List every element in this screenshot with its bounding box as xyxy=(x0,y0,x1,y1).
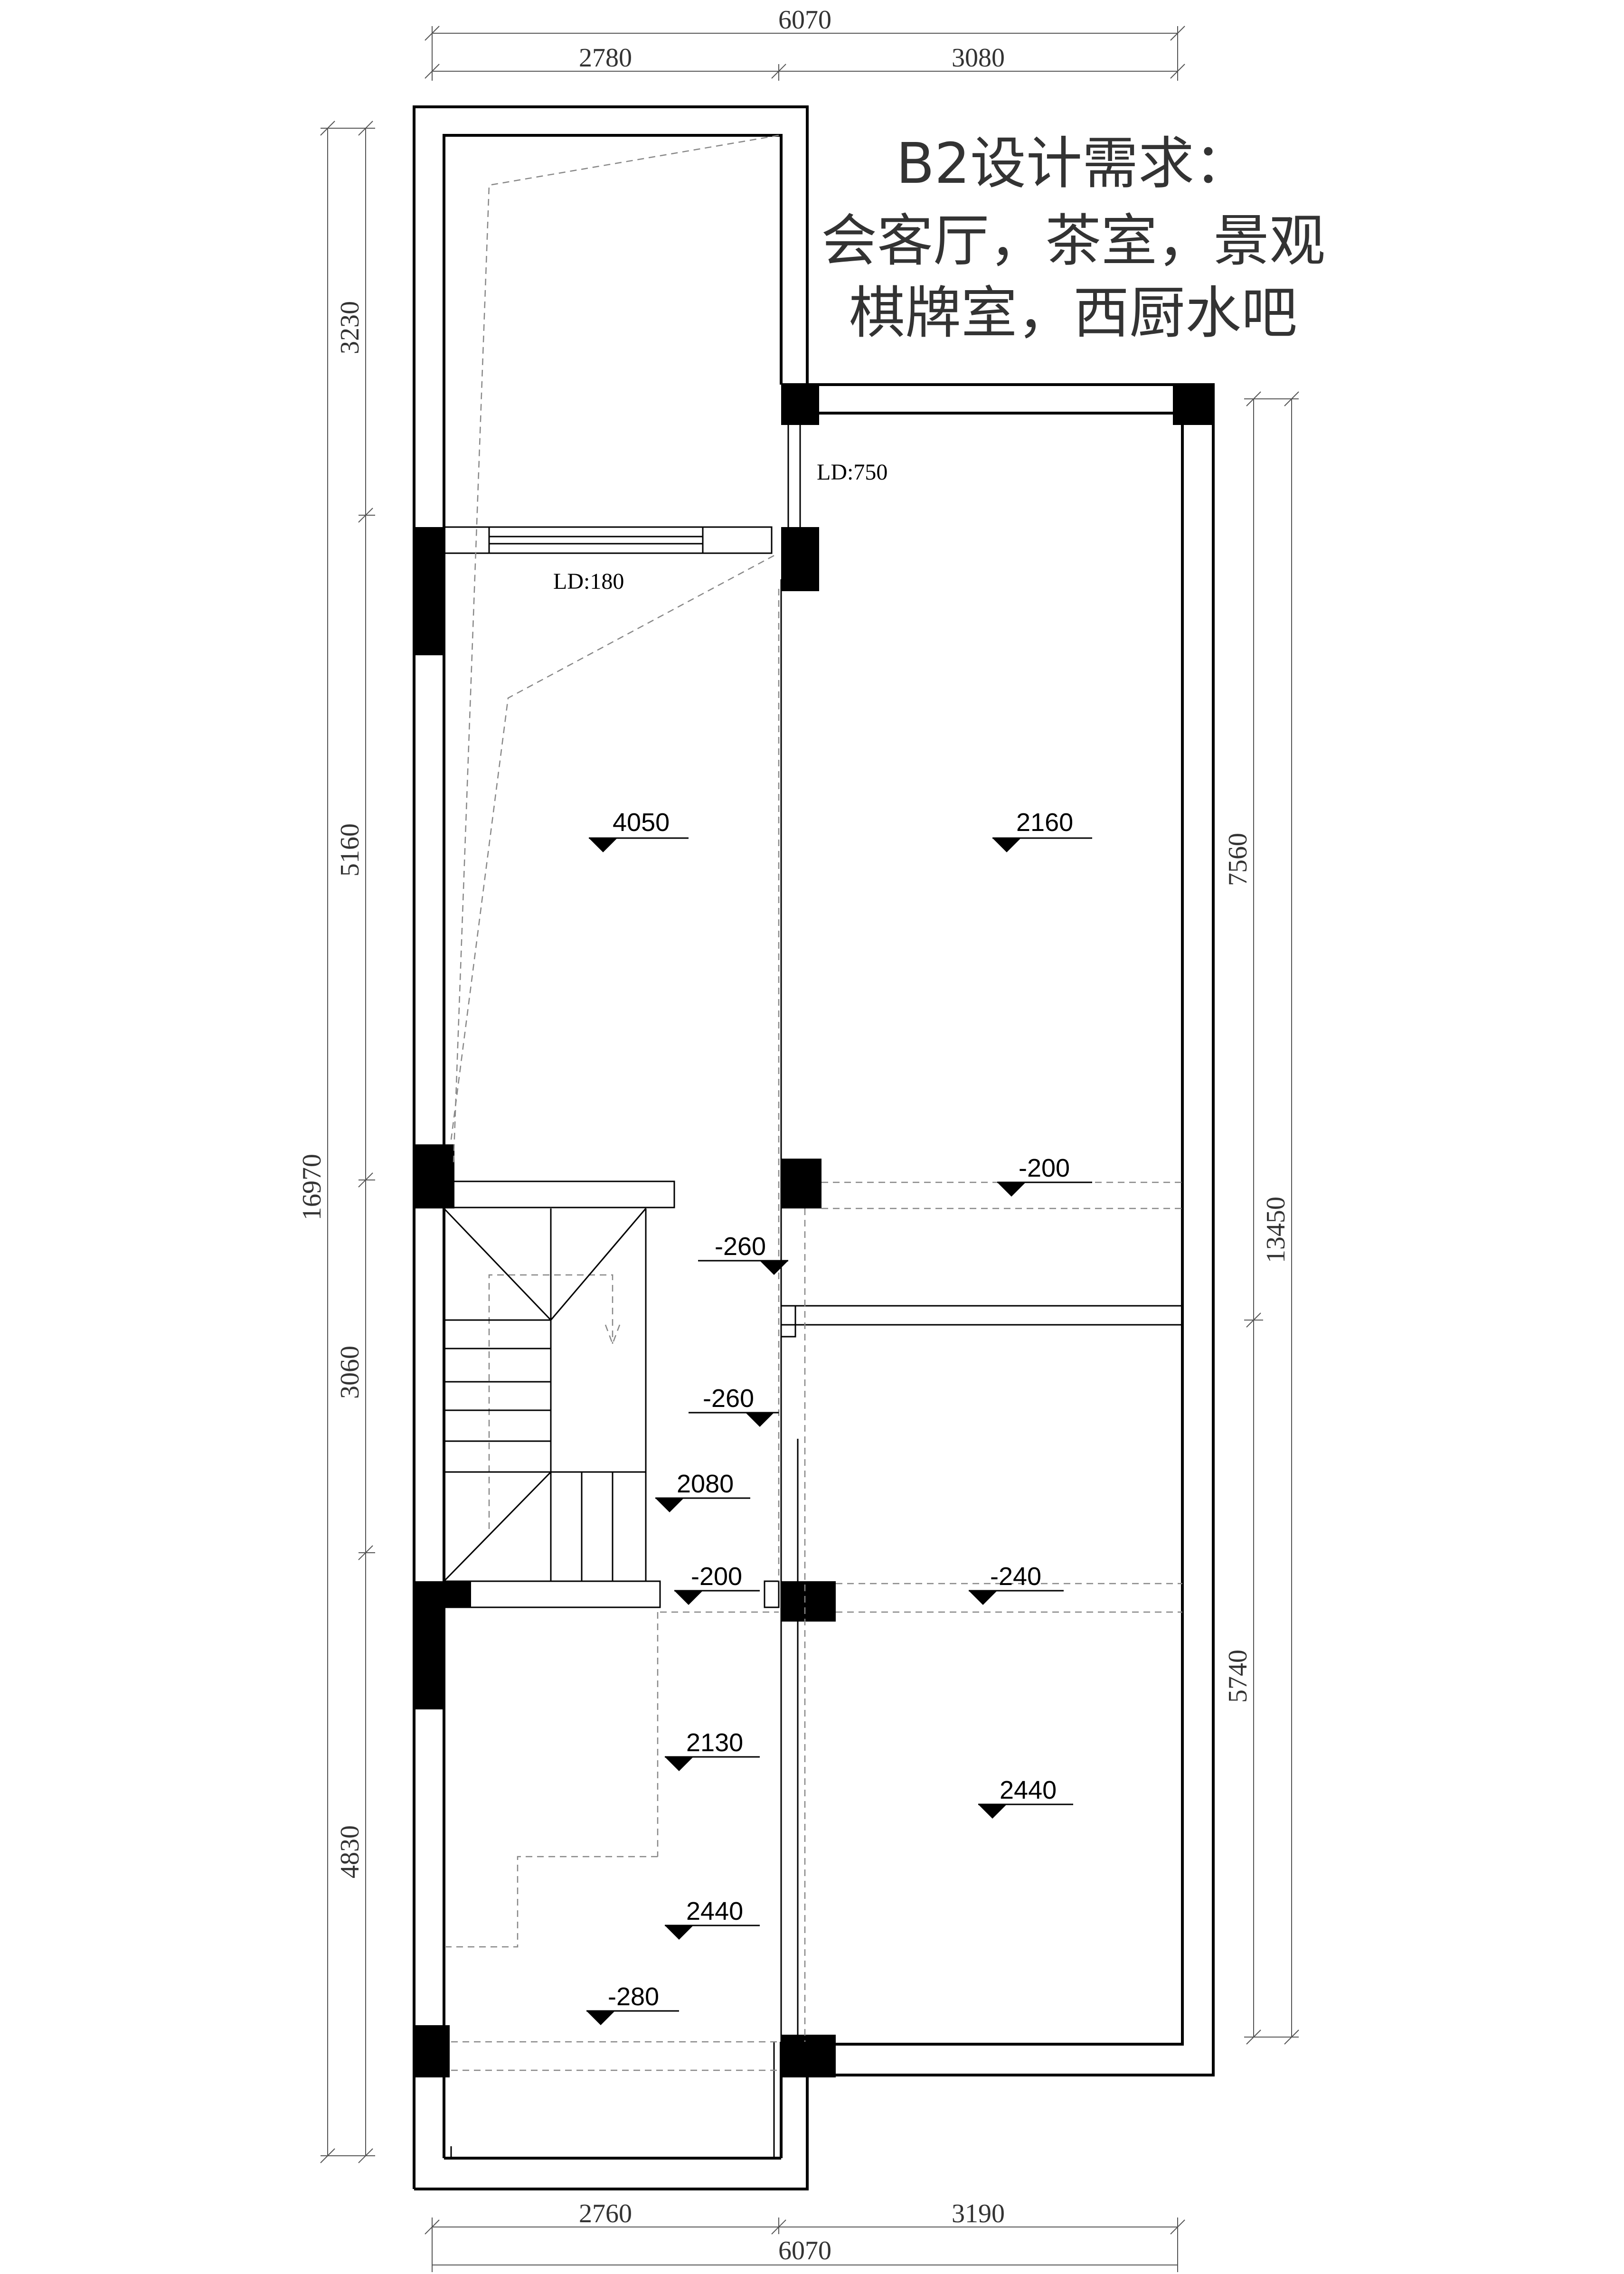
inner-wall-right xyxy=(807,412,1184,2046)
level-mark-2440-left: 2440 xyxy=(665,1897,760,1940)
svg-text:-260: -260 xyxy=(715,1232,766,1261)
level-mark-minus240: -240 xyxy=(969,1562,1064,1605)
level-mark-minus200-right: -200 xyxy=(997,1154,1092,1197)
dim-bottom-right: 3190 xyxy=(952,2199,1005,2228)
left-dimensions: 16970 3230 5160 3060 4830 xyxy=(297,121,375,2163)
level-mark-minus260-top: -260 xyxy=(698,1232,788,1275)
dashed-lines xyxy=(444,134,1182,2071)
staircase xyxy=(443,1208,647,1582)
svg-text:-280: -280 xyxy=(608,1982,659,2011)
svg-text:-200: -200 xyxy=(691,1562,742,1591)
dim-left-3: 3060 xyxy=(335,1346,365,1399)
svg-text:2160: 2160 xyxy=(1016,808,1073,837)
outer-wall-right xyxy=(414,383,1215,2190)
stair-bottom-wall xyxy=(443,1580,661,1608)
level-mark-minus200-stair: -200 xyxy=(674,1562,760,1605)
dim-right-2: 5740 xyxy=(1223,1650,1253,1703)
svg-text:-260: -260 xyxy=(703,1384,754,1413)
level-mark-2440-right: 2440 xyxy=(978,1776,1073,1819)
requirements-title: B2设计需求： xyxy=(896,131,1250,196)
svg-text:2440: 2440 xyxy=(686,1897,743,1925)
level-mark-4050: 4050 xyxy=(589,808,689,852)
svg-text:-200: -200 xyxy=(1019,1154,1070,1182)
dim-right-total: 13450 xyxy=(1261,1197,1291,1263)
opening-label-ld180: LD:180 xyxy=(553,569,624,594)
dim-top-left: 2780 xyxy=(579,43,632,73)
outer-wall-left xyxy=(413,105,809,2189)
opening-label-ld750: LD:750 xyxy=(817,460,888,485)
svg-text:2080: 2080 xyxy=(677,1470,734,1498)
bottom-dimensions: 2760 3190 6070 xyxy=(425,2199,1185,2272)
right-dimensions: 7560 5740 13450 xyxy=(1223,391,1299,2045)
svg-text:2440: 2440 xyxy=(1000,1776,1057,1804)
dim-top-total: 6070 xyxy=(778,5,831,35)
level-markers: 4050 2160 -200 -260 -260 2080 xyxy=(586,808,1092,2025)
stair-top-wall xyxy=(443,1180,675,1208)
level-mark-minus260-bottom: -260 xyxy=(689,1384,779,1427)
dim-left-4: 4830 xyxy=(335,1825,365,1878)
columns xyxy=(414,385,1213,2077)
inner-wall-left xyxy=(443,134,783,2158)
dim-left-1: 3230 xyxy=(335,301,365,354)
dim-left-2: 5160 xyxy=(335,823,365,877)
svg-text:2130: 2130 xyxy=(686,1728,743,1757)
level-mark-2080: 2080 xyxy=(655,1470,750,1512)
level-mark-2160: 2160 xyxy=(992,808,1092,852)
svg-text:-240: -240 xyxy=(990,1562,1041,1591)
dim-bottom-total: 6070 xyxy=(778,2236,831,2265)
design-requirements: B2设计需求： 会客厅，茶室，景观 棋牌室，西厨水吧 xyxy=(821,131,1325,346)
requirements-line-1: 会客厅，茶室，景观 xyxy=(821,208,1325,274)
level-mark-2130: 2130 xyxy=(665,1728,760,1771)
dim-top-right: 3080 xyxy=(952,43,1005,73)
level-mark-minus280: -280 xyxy=(586,1982,679,2025)
dim-right-1: 7560 xyxy=(1223,833,1253,886)
top-dimensions: 6070 2780 3080 xyxy=(425,5,1185,81)
window-ld180 xyxy=(443,526,773,554)
partition-wall-mid xyxy=(780,1305,1183,1326)
dim-left-total: 16970 xyxy=(297,1154,327,1220)
dim-bottom-left: 2760 xyxy=(579,2199,632,2228)
svg-text:4050: 4050 xyxy=(613,808,670,837)
requirements-line-2: 棋牌室，西厨水吧 xyxy=(849,280,1297,346)
